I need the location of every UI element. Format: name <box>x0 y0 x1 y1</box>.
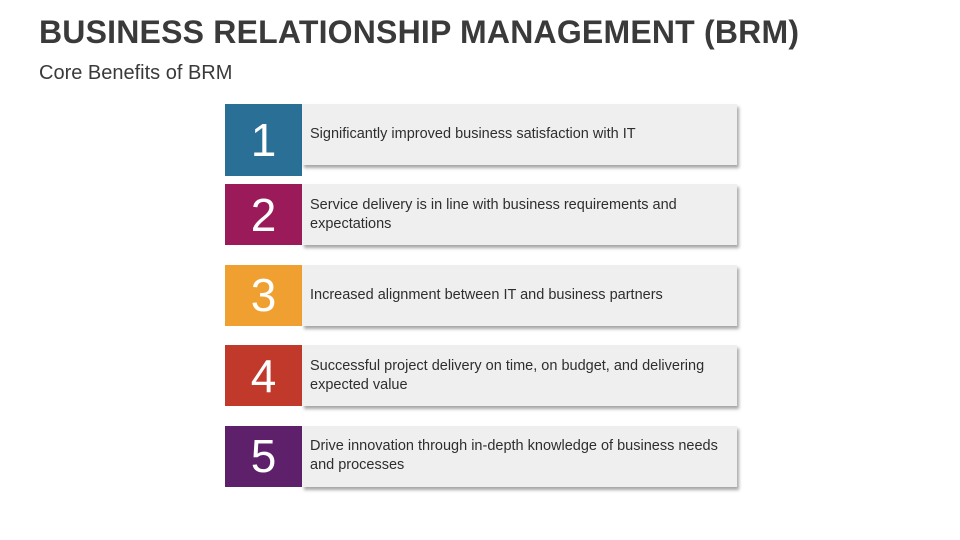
slide-subtitle: Core Benefits of BRM <box>39 62 233 84</box>
benefit-number-2: 2 <box>225 184 302 245</box>
benefit-text-2: Service delivery is in line with busines… <box>302 184 737 245</box>
benefit-number-4: 4 <box>225 345 302 406</box>
benefits-list: 1 Significantly improved business satisf… <box>225 104 737 506</box>
benefit-item-3: 3 Increased alignment between IT and bus… <box>225 264 737 326</box>
benefit-item-5: 5 Drive innovation through in-depth know… <box>225 425 737 487</box>
benefit-number-3: 3 <box>225 264 302 326</box>
slide-title: BUSINESS RELATIONSHIP MANAGEMENT (BRM) <box>39 14 800 50</box>
benefit-number-1: 1 <box>225 104 302 176</box>
benefit-item-2: 2 Service delivery is in line with busin… <box>225 184 737 245</box>
benefit-number-5: 5 <box>225 425 302 487</box>
benefit-text-4: Successful project delivery on time, on … <box>302 345 737 406</box>
benefit-text-3: Increased alignment between IT and busin… <box>302 264 737 326</box>
benefit-text-1: Significantly improved business satisfac… <box>302 104 737 165</box>
benefit-item-4: 4 Successful project delivery on time, o… <box>225 345 737 406</box>
benefit-item-1: 1 Significantly improved business satisf… <box>225 104 737 176</box>
benefit-text-5: Drive innovation through in-depth knowle… <box>302 425 737 487</box>
